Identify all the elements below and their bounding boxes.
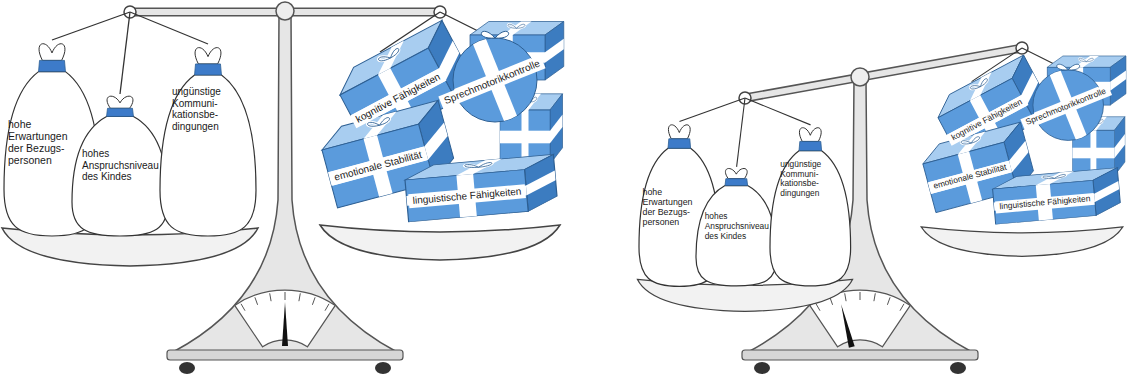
ribbon-label: emotionale Stabilität	[333, 149, 423, 183]
ribbon-label: Sprechmotorikkontrolle	[442, 58, 541, 107]
ribbon-label: kognitive Fähigkeiten	[950, 98, 1024, 143]
weight-sack: hohes Anspruchsniveau des Kindes	[696, 165, 777, 286]
scale-needle	[282, 302, 288, 346]
ribbon-label: linguistische Fähigkeiten	[412, 186, 522, 207]
right-pan-gifts	[317, 12, 563, 260]
left-pan	[637, 98, 852, 311]
gift-box: kognitive Fähigkeiten	[350, 68, 446, 128]
sack-label: hohe Erwartungen der Bezugs- personen	[643, 187, 703, 228]
gift-box: emotionale Stabilität	[329, 147, 427, 185]
weight-sack: ungünstige Kommuni- kationsbe- dingungen	[770, 123, 851, 286]
gift-box: linguistische Fähigkeiten	[995, 192, 1095, 212]
scale-beam	[124, 2, 446, 20]
gift-box: linguistische Fähigkeiten	[408, 184, 526, 208]
sack-label: hohes Anspruchsniveau des Kindes	[82, 148, 162, 183]
weight-sack: ungünstige Kommuni- kationsbe- dingungen	[160, 42, 256, 236]
gift-box: Sprechmotorikkontrolle	[438, 55, 545, 109]
ribbon-label: Sprechmotorikkontrolle	[1024, 86, 1107, 127]
sack-label: ungünstige Kommuni- kationsbe- dingungen	[172, 86, 240, 132]
sack-label: hohe Erwartungen der Bezugs- personen	[8, 118, 80, 166]
sack-label: ungünstige Kommuni- kationsbe- dingungen	[780, 160, 837, 199]
ribbon-label: linguistische Fähigkeiten	[999, 194, 1091, 212]
ribbon-label: kognitive Fähigkeiten	[354, 71, 442, 125]
sack-outline	[770, 123, 851, 286]
sack-outline	[160, 42, 256, 236]
weight-sack: hohes Anspruchsniveau des Kindes	[72, 92, 168, 236]
sack-label: hohes Anspruchsniveau des Kindes	[705, 212, 772, 241]
gift-box: Sprechmotorikkontrolle	[1020, 84, 1111, 130]
gift-box: kognitive Fähigkeiten	[946, 95, 1028, 146]
scale-needle	[838, 304, 854, 348]
ribbon-label: emotionale Stabilität	[932, 163, 1007, 192]
left-pan	[2, 12, 258, 266]
right-pan-gifts	[919, 48, 1126, 256]
gift-box: emotionale Stabilität	[928, 161, 1012, 194]
